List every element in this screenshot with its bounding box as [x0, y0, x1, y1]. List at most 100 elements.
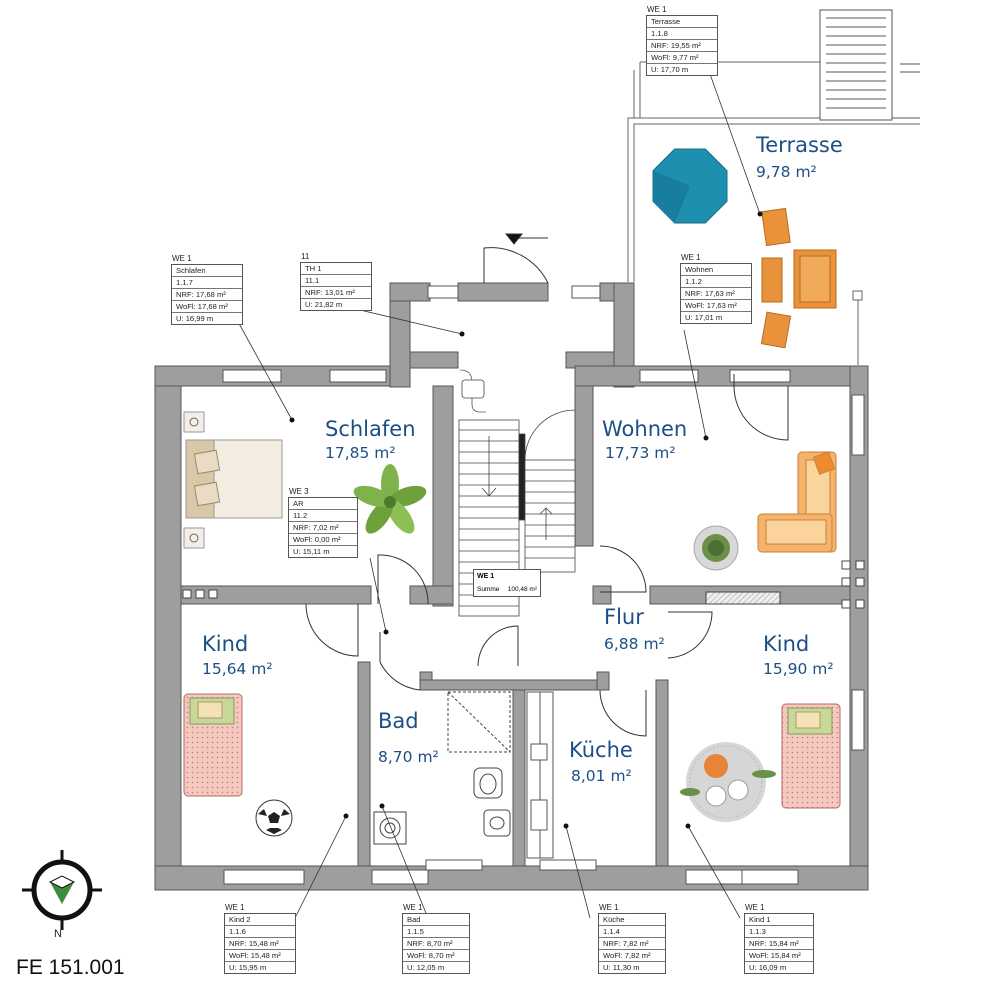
stamp-perimeter: U: 21,82 m — [305, 300, 343, 309]
room-name-kind-right: Kind — [763, 632, 809, 656]
room-name-terrasse: Terrasse — [755, 133, 843, 157]
stamp-perimeter: U: 12,05 m — [407, 963, 445, 972]
room-stamp-terrasse: WE 1 Terrasse 1.1.8 NRF: 19,55 m² WoFl: … — [646, 6, 718, 76]
stamp-unit: WE 1 — [225, 903, 245, 912]
stamp-room-id: 1.1.8 — [647, 28, 717, 40]
stamp-room-name: Schlafen — [172, 265, 242, 277]
north-label: N — [54, 928, 62, 940]
doors — [305, 233, 789, 737]
room-area-kind-left: 15,64 m² — [202, 660, 273, 678]
summary-title: WE 1 — [477, 573, 495, 580]
stamp-nrf: NRF: 7,82 m² — [599, 938, 665, 950]
stamp-nrf: NRF: 17,68 m² — [172, 289, 242, 301]
stamp-unit: WE 1 — [172, 254, 192, 263]
wall-details — [182, 560, 865, 609]
room-name-kueche: Küche — [569, 738, 633, 762]
plan-code: FE 151.001 — [16, 956, 125, 979]
stamp-perimeter: U: 17,70 m — [651, 65, 689, 74]
stamp-room-name: Bad — [403, 914, 469, 926]
room-stamp-ar: WE 3 AR 11.2 NRF: 7,02 m² WoFl: 0,00 m² … — [288, 488, 358, 558]
room-area-kind-right: 15,90 m² — [763, 660, 834, 678]
stamp-nrf: NRF: 19,55 m² — [647, 40, 717, 52]
plant-icon — [353, 464, 427, 534]
stamp-nrf: NRF: 15,84 m² — [745, 938, 813, 950]
stamp-wofl: WoFl: 15,48 m² — [225, 950, 295, 962]
windows — [222, 285, 865, 885]
stamp-room-id: 1.1.2 — [681, 276, 751, 288]
stamp-perimeter: U: 15,95 m — [229, 963, 267, 972]
stamp-nrf: NRF: 13,01 m² — [301, 287, 371, 299]
room-stamp-schlafen: WE 1 Schlafen 1.1.7 NRF: 17,68 m² WoFl: … — [171, 255, 243, 325]
room-name-kind-left: Kind — [202, 632, 248, 656]
room-stamp-wohnen: WE 1 Wohnen 1.1.2 NRF: 17,63 m² WoFl: 17… — [680, 254, 752, 324]
stamp-wofl: WoFl: 17,68 m² — [172, 301, 242, 313]
stamp-room-id: 1.1.5 — [403, 926, 469, 938]
stamp-perimeter: U: 17,01 m — [685, 313, 723, 322]
stamp-unit: 11 — [301, 252, 310, 261]
stamp-room-name: Küche — [599, 914, 665, 926]
room-area-bad: 8,70 m² — [378, 748, 439, 766]
stamp-room-name: AR — [289, 498, 357, 510]
bathroom-fixtures — [373, 691, 511, 845]
compass-icon — [22, 850, 102, 930]
stamp-perimeter: U: 16,09 m — [749, 963, 787, 972]
room-stamp-bad: WE 1 Bad 1.1.5 NRF: 8,70 m² WoFl: 8,70 m… — [402, 904, 470, 974]
room-area-wohnen: 17,73 m² — [605, 444, 676, 462]
stamp-room-id: 1.1.3 — [745, 926, 813, 938]
stamp-room-id: 1.1.4 — [599, 926, 665, 938]
kitchen-counters — [526, 691, 554, 859]
terrace-furniture — [760, 207, 837, 349]
exterior-stair — [819, 9, 920, 121]
room-name-flur: Flur — [604, 605, 644, 629]
football-icon — [255, 799, 293, 837]
room-area-terrasse: 9,78 m² — [756, 163, 817, 181]
stamp-room-name: Wohnen — [681, 264, 751, 276]
stamp-wofl: WoFl: 15,84 m² — [745, 950, 813, 962]
stamp-wofl: WoFl: 0,00 m² — [289, 534, 357, 546]
stamp-unit: WE 1 — [681, 253, 701, 262]
stamp-unit: WE 1 — [647, 5, 667, 14]
stamp-nrf: NRF: 17,63 m² — [681, 288, 751, 300]
stamp-perimeter: U: 15,11 m — [293, 547, 330, 556]
stamp-room-name: TH 1 — [301, 263, 371, 275]
stamp-wofl: WoFl: 9,77 m² — [647, 52, 717, 64]
stamp-nrf: NRF: 15,48 m² — [225, 938, 295, 950]
stamp-unit: WE 3 — [289, 487, 309, 496]
leader-lines — [235, 45, 761, 919]
single-bed — [183, 693, 243, 797]
summary-label: Summe — [477, 586, 500, 593]
stamp-wofl: WoFl: 8,70 m² — [403, 950, 469, 962]
double-bed — [183, 411, 283, 549]
umbrella-icon — [652, 148, 728, 224]
stamp-room-name: Kind 2 — [225, 914, 295, 926]
rug-icon — [680, 742, 776, 822]
stamp-unit: WE 1 — [745, 903, 765, 912]
stamp-room-id: 1.1.6 — [225, 926, 295, 938]
room-name-bad: Bad — [378, 709, 419, 733]
room-name-schlafen: Schlafen — [325, 417, 416, 441]
room-area-schlafen: 17,85 m² — [325, 444, 396, 462]
stamp-unit: WE 1 — [599, 903, 619, 912]
stamp-room-id: 1.1.7 — [172, 277, 242, 289]
stamp-room-name: Terrasse — [647, 16, 717, 28]
stamp-nrf: NRF: 8,70 m² — [403, 938, 469, 950]
stamp-room-name: Kind 1 — [745, 914, 813, 926]
single-bed — [781, 703, 841, 809]
area-summary-box: WE 1 Summe 100,48 m² — [473, 569, 541, 597]
corner-sofa — [757, 451, 837, 553]
stamp-room-id: 11.2 — [289, 510, 357, 522]
stamp-wofl: WoFl: 7,82 m² — [599, 950, 665, 962]
stamp-perimeter: U: 16,99 m — [176, 314, 214, 323]
room-stamp-kueche: WE 1 Küche 1.1.4 NRF: 7,82 m² WoFl: 7,82… — [598, 904, 666, 974]
room-area-kueche: 8,01 m² — [571, 767, 632, 785]
room-stamp-kind1: WE 1 Kind 1 1.1.3 NRF: 15,84 m² WoFl: 15… — [744, 904, 814, 974]
room-area-flur: 6,88 m² — [604, 635, 665, 653]
summary-value: 100,48 m² — [507, 586, 537, 593]
stamp-wofl: WoFl: 17,63 m² — [681, 300, 751, 312]
stamp-nrf: NRF: 7,02 m² — [289, 522, 357, 534]
plant-icon — [693, 525, 739, 571]
stamp-perimeter: U: 11,30 m — [603, 963, 640, 972]
room-stamp-kind2: WE 1 Kind 2 1.1.6 NRF: 15,48 m² WoFl: 15… — [224, 904, 296, 974]
room-stamp-th1: 11 TH 1 11.1 NRF: 13,01 m² U: 21,82 m — [300, 253, 372, 311]
